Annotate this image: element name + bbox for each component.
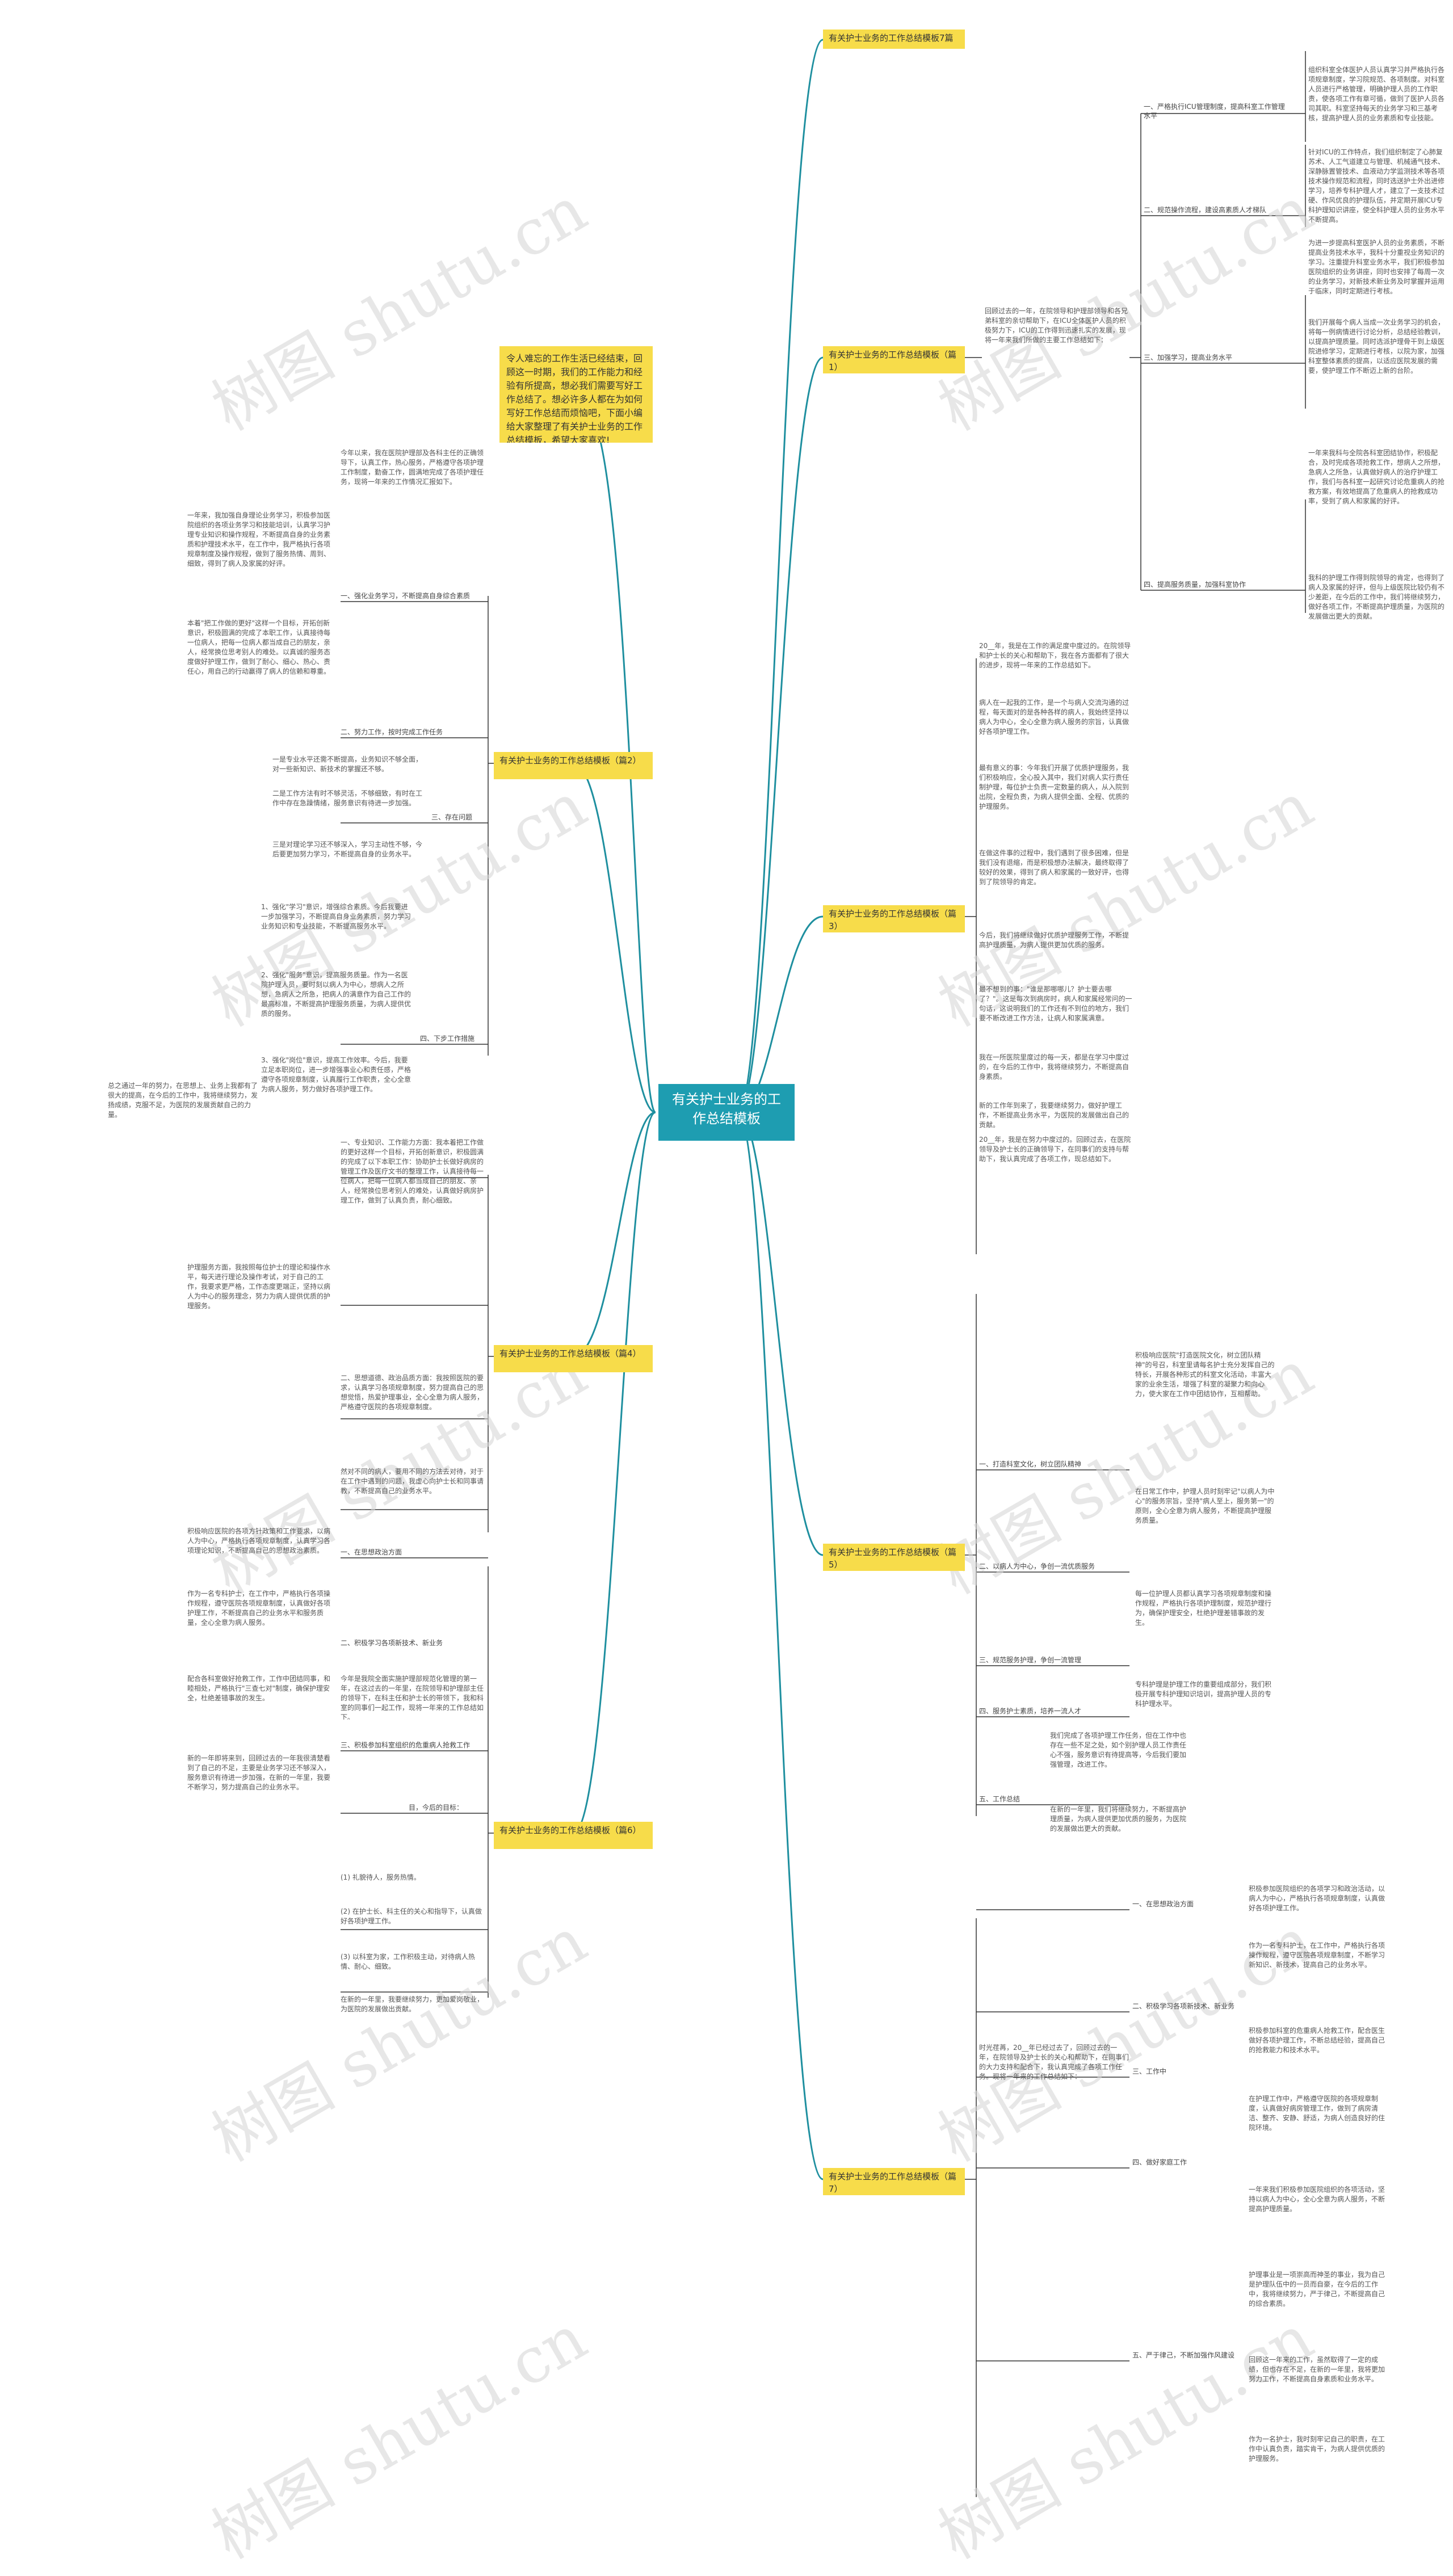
- leaf-p6-s2d: 作为一名专科护士，在工作中，严格执行各项操作规程，遵守医院各项规章制度，认真做好…: [187, 1590, 331, 1627]
- leaf-p7-s5d4: 作为一名护士，我时刻牢记自己的职责，在工作中认真负责，踏实肯干，为病人提供优质的…: [1249, 2435, 1385, 2462]
- leaf-p2-intro: 今年以来，我在医院护理部及各科主任的正确领导下，认真工作，热心服务，严格遵守各项…: [341, 449, 484, 486]
- label-p5-s4: 四、服务护士素质，培养一流人才: [979, 1707, 1082, 1715]
- connector-branch-4: [573, 1111, 656, 1358]
- label-p7-s5: 五、严于律己，不断加强作风建设: [1132, 2351, 1235, 2359]
- leaf-p7-s5d2: 护理事业是一项崇高而神圣的事业，我为自己是护理队伍中的一员而自豪，在今后的工作中…: [1249, 2271, 1385, 2308]
- leaf-p6-intro: 今年是我院全面实施护理部规范化管理的第一年，在这过去的一年里，在院领导和护理部主…: [341, 1675, 484, 1720]
- leaf-p3-d1: 病人在一起我的工作，是一个与病人交流沟通的过程，每天面对的是各种各样的病人，我始…: [979, 699, 1129, 736]
- leaf-p2-s3d1: 一是专业水平还需不断提高，业务知识不够全面，对一些新知识、新技术的掌握还不够。: [272, 755, 423, 773]
- leaf-p4-d1: 一、专业知识、工作能力方面：我本着把工作做的更好这样一个目标，开拓创新意识，积极…: [341, 1138, 484, 1204]
- leaf-p4-d4: 然对不同的病人，要用不同的方法去对待，对于在工作中遇到的问题，我虚心向护士长和同…: [341, 1468, 484, 1495]
- branch-node-1[interactable]: 有关护士业务的工作总结模板（篇1）: [823, 346, 965, 373]
- branch-node-6[interactable]: 有关护士业务的工作总结模板（篇6）: [494, 1822, 653, 1849]
- leaf-p2-s3d2: 二是工作方法有时不够灵活，不够细致，有时在工作中存在急躁情绪，服务意识有待进一步…: [272, 789, 423, 807]
- label-p1-s3: 三、加强学习，提高业务水平: [1144, 354, 1233, 362]
- leaf-p3-intro: 20__年，我是在工作的满足度中度过的。在院领导和护士长的关心和帮助下，我在各方…: [979, 642, 1131, 669]
- leaf-p1-s4d1: 一年来我科与全院各科室团结协作，积极配合，及时完成各项抢救工作，想病人之所想，急…: [1308, 449, 1445, 505]
- label-p5-s1: 一、打造科室文化，树立团队精神: [979, 1460, 1082, 1468]
- leaf-p3-d3: 在做这件事的过程中，我们遇到了很多困难，但是我们没有退缩，而是积极想办法解决，最…: [979, 849, 1129, 886]
- leaf-p6-s2d2: 配合各科室做好抢救工作，工作中团结同事，和睦相处，严格执行"三查七对"制度，确保…: [187, 1675, 331, 1702]
- leaf-p5-s1d: 积极响应医院"打造医院文化，树立团队精神"的号召，科室里请每名护士充分发挥自己的…: [1135, 1351, 1275, 1398]
- leaf-p5-s5d2: 在新的一年里，我们将继续努力，不断提高护理质量，为病人提供更加优质的服务，为医院…: [1050, 1805, 1187, 1833]
- label-p2-s2: 二、努力工作，按时完成工作任务: [341, 728, 443, 736]
- leaf-p2-s1d: 一年来，我加强自身理论业务学习，积极参加医院组织的各项业务学习和技能培训，认真学…: [187, 511, 331, 568]
- label-p7-s1: 一、在思想政治方面: [1132, 1900, 1194, 1908]
- branch-node-7[interactable]: 有关护士业务的工作总结模板（篇7）: [823, 2168, 965, 2195]
- label-p7-s2: 二、积极学习各项新技术、新业务: [1132, 2002, 1235, 2010]
- connector-branch-1: [737, 356, 824, 1113]
- label-p6-s2: 二、积极学习各项新技术、新业务: [341, 1639, 443, 1647]
- leaf-p6-close2: (2) 在护士长、科主任的关心和指导下，认真做好各项护理工作。: [341, 1907, 482, 1925]
- branch-node-5[interactable]: 有关护士业务的工作总结模板（篇5）: [823, 1544, 965, 1571]
- connector-branch-3: [737, 915, 824, 1113]
- leaf-p3-d6: 我在一所医院里度过的每一天，都是在学习中度过的，在今后的工作中，我将继续努力，不…: [979, 1053, 1129, 1081]
- label-p6-end: 目，今后的目标：: [409, 1804, 464, 1812]
- leaf-p7-s1d: 积极参加医院组织的各项学习和政治活动，以病人为中心，严格执行各项规章制度，认真做…: [1249, 1885, 1385, 1912]
- leaf-p1-s3d1: 为进一步提高科室医护人员的业务素质，不断提高业务技术水平，我科十分重视业务知识的…: [1308, 239, 1445, 295]
- branch-node-2[interactable]: 有关护士业务的工作总结模板（篇2）: [494, 752, 653, 779]
- leaf-p1-s2d: 针对ICU的工作特点，我们组织制定了心肺复苏术、人工气道建立与管理、机械通气技术…: [1308, 148, 1445, 224]
- leaf-p2-s4d1: 1、强化"学习"意识，增强综合素质。今后我要进一步加强学习，不断提高自身业务素质…: [261, 903, 411, 930]
- label-p6-s1: 一、在思想政治方面: [341, 1548, 402, 1556]
- leaf-p7-s3d: 积极参加科室的危重病人抢救工作，配合医生做好各项护理工作，不断总结经验，提高自己…: [1249, 2027, 1385, 2054]
- leaf-p7-s5d3: 回顾这一年来的工作，虽然取得了一定的成绩，但也存在不足，在新的一年里，我将更加努…: [1249, 2356, 1385, 2383]
- leaf-p2-s3d3: 三是对理论学习还不够深入，学习主动性不够，今后要更加努力学习，不断提高自身的业务…: [272, 841, 423, 858]
- leaf-p5-s3d: 每一位护理人员都认真学习各项规章制度和操作规程，严格执行各项护理制度，规范护理行…: [1135, 1590, 1272, 1627]
- connector-branch-2: [573, 762, 656, 1113]
- leaf-p6-close4: 在新的一年里，我要继续努力，更加爱岗敬业，为医院的发展做出贡献。: [341, 1995, 484, 2013]
- leaf-p5-intro: 20__年，我是在努力中度过的。回顾过去，在医院领导及护士长的正确领导下，在同事…: [979, 1136, 1131, 1163]
- connector-branch-0: [737, 39, 824, 1113]
- label-p1-s2: 二、规范操作流程，建设高素质人才梯队: [1144, 206, 1267, 214]
- branch-node-0[interactable]: 有关护士业务的工作总结模板7篇: [823, 30, 965, 49]
- label-p5-s3: 三、规范服务护理，争创一流管理: [979, 1656, 1082, 1664]
- label-p1-s1: 一、严格执行ICU管理制度，提高科室工作管理水平: [1144, 103, 1285, 120]
- leaf-p7-intro: 时光荏苒，20__年已经过去了，回顾过去的一年，在院领导及护士长的关心和帮助下，…: [979, 2044, 1129, 2081]
- leaf-p1-s4d2: 我科的护理工作得到院领导的肯定，也得到了病人及家属的好评，但与上级医院比较仍有不…: [1308, 574, 1445, 620]
- leaf-p2-close: 总之通过一年的努力，在思想上、业务上我都有了很大的提高，在今后的工作中，我将继续…: [108, 1082, 258, 1119]
- leaf-p2-s2d: 本着"把工作做的更好"这样一个目标，开拓创新意识，积极圆满的完成了本职工作，认真…: [187, 619, 331, 675]
- leaf-p6-close3: (3) 以科室为家，工作积极主动，对待病人热情、耐心、细致。: [341, 1953, 475, 1970]
- label-p7-s4: 四、做好家庭工作: [1132, 2158, 1187, 2166]
- connector-branch-5: [737, 1111, 824, 1556]
- leaf-p1-s3d2: 我们开展每个病人当成一次业务学习的机会，将每一例病情进行讨论分析，总结经验教训，…: [1308, 318, 1445, 375]
- leaf-p2-s4d3: 3、强化"岗位"意识，提高工作效率。今后，我要立足本职岗位，进一步增强事业心和责…: [261, 1056, 411, 1093]
- label-p2-s3: 三、存在问题: [431, 813, 473, 821]
- leaf-p5-s2d: 在日常工作中，护理人员时刻牢记"以病人为中心"的服务宗旨，坚持"病人至上，服务第…: [1135, 1487, 1275, 1524]
- leaf-p6-close1: (1) 礼貌待人，服务热情。: [341, 1873, 421, 1881]
- connector-branch-7: [737, 1111, 824, 2180]
- leaf-p3-d7: 新的工作年到来了，我要继续努力，做好护理工作，不断提高业务水平，为医院的发展做出…: [979, 1102, 1129, 1129]
- leaf-p3-d5: 最不想到的事："谁是那哪哪儿？护士要去哪了？"。这是每次到病房时，病人和家属经常…: [979, 985, 1132, 1022]
- leaf-p1-intro: 回顾过去的一年，在院领导和护理部领导和各兄弟科室的亲切帮助下，在ICU全体医护人…: [985, 307, 1128, 344]
- leaf-p3-d4: 今后，我们将继续做好优质护理服务工作，不断提高护理质量，为病人提供更加优质的服务…: [979, 931, 1129, 949]
- label-p6-s3: 三、积极参加科室组织的危重病人抢救工作: [341, 1741, 471, 1749]
- branch-node-3[interactable]: 有关护士业务的工作总结模板（篇3）: [823, 905, 965, 932]
- connector-branch-6: [573, 1111, 656, 1834]
- leaf-p4-d2: 护理服务方面，我按照每位护士的理论和操作水平，每天进行理论及操作考试，对于自己的…: [187, 1263, 331, 1310]
- label-p1-s4: 四、提高服务质量，加强科室协作: [1144, 581, 1246, 589]
- leaf-p2-s4d2: 2、强化"服务"意识，提高服务质量。作为一名医院护理人员，要时刻以病人为中心，想…: [261, 971, 411, 1018]
- label-p2-s1: 一、强化业务学习，不断提高自身综合素质: [341, 592, 471, 600]
- branch-node-4[interactable]: 有关护士业务的工作总结模板（篇4）: [494, 1345, 653, 1372]
- intro-node: 令人难忘的工作生活已经结束，回顾这一时期，我们的工作能力和经验有所提高，想必我们…: [499, 346, 653, 443]
- leaf-p7-s5d1: 一年来我们积极参加医院组织的各项活动，坚持以病人为中心，全心全意为病人服务，不断…: [1249, 2186, 1385, 2213]
- label-p2-s4: 四、下步工作措施: [420, 1035, 475, 1043]
- label-p5-s5: 五、工作总结: [979, 1795, 1021, 1803]
- leaf-p5-s5d1: 我们完成了各项护理工作任务，但在工作中也存在一些不足之处，如个别护理人员工作责任…: [1050, 1732, 1187, 1768]
- leaf-p1-s1d: 组织科室全体医护人员认真学习并严格执行各项规章制度，学习院规范、各项制度。对科室…: [1308, 66, 1445, 122]
- leaf-p3-d2: 最有意义的事：今年我们开展了优质护理服务，我们积极响应，全心投入其中，我们对病人…: [979, 764, 1129, 810]
- leaf-p5-s4d: 专科护理是护理工作的重要组成部分，我们积极开展专科护理知识培训，提高护理人员的专…: [1135, 1680, 1272, 1708]
- leaf-p7-s4d: 在护理工作中，严格遵守医院的各项规章制度，认真做好病房管理工作，做到了病房清洁、…: [1249, 2095, 1385, 2132]
- label-p5-s2: 二、以病人为中心，争创一流优质服务: [979, 1562, 1095, 1570]
- leaf-p7-s2d: 作为一名专科护士，在工作中，严格执行各项操作规程，遵守医院各项规章制度，不断学习…: [1249, 1942, 1385, 1969]
- leaf-p4-d3: 二、思想道德、政治品质方面：我按照医院的要求，认真学习各项规章制度，努力提高自己…: [341, 1374, 484, 1411]
- label-p7-s3: 三、工作中: [1132, 2067, 1167, 2075]
- root-node[interactable]: 有关护士业务的工作总结模板: [658, 1084, 795, 1141]
- leaf-p6-s3d: 新的一年即将来到，回顾过去的一年我很清楚看到了自己的不足，主要是业务学习还不够深…: [187, 1754, 331, 1791]
- leaf-p6-s1d: 积极响应医院的各项方针政策和工作要求，以病人为中心，严格执行各项规章制度，认真学…: [187, 1527, 331, 1554]
